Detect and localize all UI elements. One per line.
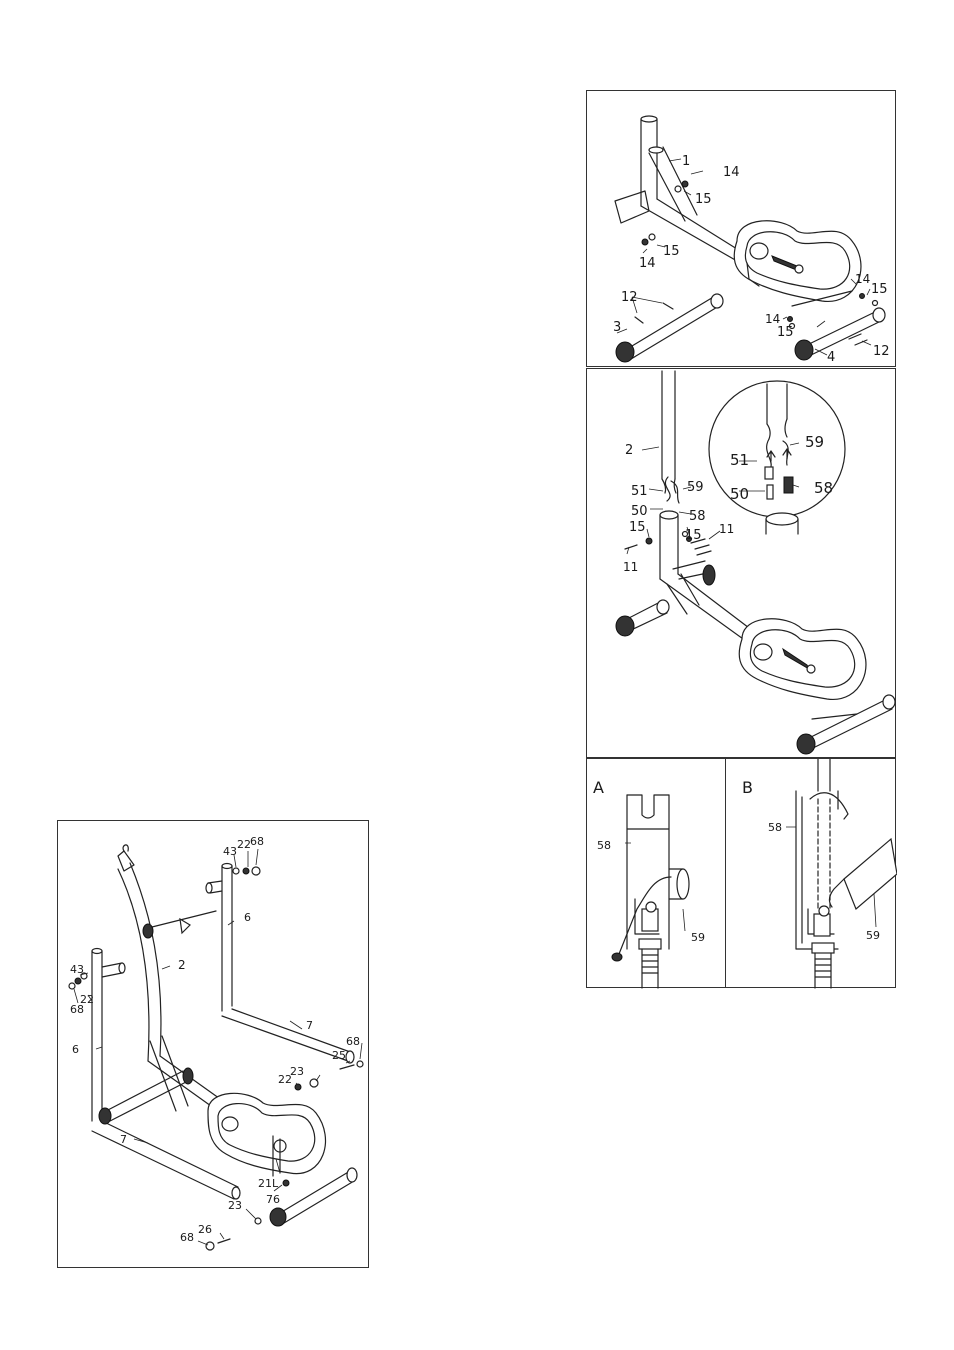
detail-a-panel: A 58 59 [586, 758, 726, 988]
label-part-2: 2 [178, 958, 186, 972]
label-part-4: 4 [827, 350, 835, 365]
label-part-6: 6 [244, 911, 251, 924]
label-part-58: 58 [689, 509, 706, 524]
label-part-59: 59 [687, 480, 704, 495]
label-part-26: 26 [198, 1223, 212, 1236]
figure-middle-panel: 2 51 59 50 58 15 15 11 11 51 59 50 58 [586, 368, 896, 758]
label-part-15: 15 [871, 282, 888, 297]
label-part-43: 43 [223, 845, 237, 858]
zoom-label-part-59: 59 [805, 433, 824, 451]
label-part-6: 6 [72, 1043, 79, 1056]
label-part-68: 68 [346, 1035, 360, 1048]
label-part-22: 22 [278, 1073, 292, 1086]
detail-b-panel: B 58 59 [725, 758, 896, 988]
label-part-7: 7 [120, 1133, 127, 1146]
label-part-76: 76 [266, 1193, 280, 1206]
label-part-59: 59 [691, 931, 705, 944]
label-part-59: 59 [866, 929, 880, 942]
label-part-23: 23 [290, 1065, 304, 1078]
label-part-15: 15 [695, 192, 712, 207]
label-part-43: 43 [70, 963, 84, 976]
zoom-label-part-50: 50 [730, 485, 749, 503]
zoom-label-part-58: 58 [814, 479, 833, 497]
label-part-1: 1 [682, 154, 690, 169]
detail-a-tag: A [593, 778, 604, 797]
figure-top-panel: 1 14 15 15 14 12 3 14 15 14 15 12 4 [586, 90, 896, 367]
label-part-14: 14 [639, 256, 656, 271]
label-part-21l: 21L [258, 1177, 279, 1190]
label-part-23: 23 [228, 1199, 242, 1212]
figure-left-drawing: 43 22 68 6 2 43 22 68 6 7 68 25 23 22 21… [58, 821, 370, 1269]
label-part-12: 12 [873, 344, 890, 359]
detail-b-tag: B [742, 778, 753, 797]
label-part-12: 12 [621, 290, 638, 305]
detail-b-drawing: B 58 59 [726, 759, 897, 989]
label-part-68: 68 [70, 1003, 84, 1016]
label-part-2: 2 [625, 443, 633, 458]
label-part-50: 50 [631, 504, 648, 519]
label-part-15: 15 [685, 528, 702, 543]
label-part-58: 58 [768, 821, 782, 834]
label-part-7: 7 [306, 1019, 313, 1032]
label-part-11: 11 [719, 522, 734, 536]
label-part-14: 14 [855, 272, 870, 286]
label-part-11: 11 [623, 560, 638, 574]
figure-middle-drawing: 2 51 59 50 58 15 15 11 11 51 59 50 58 [587, 369, 897, 759]
label-part-15: 15 [663, 244, 680, 259]
label-part-14: 14 [765, 312, 780, 326]
label-part-58: 58 [597, 839, 611, 852]
label-part-15: 15 [777, 325, 794, 340]
label-part-68: 68 [250, 835, 264, 848]
figure-top-drawing: 1 14 15 15 14 12 3 14 15 14 15 12 4 [587, 91, 897, 368]
label-part-3: 3 [613, 320, 621, 335]
figure-left-panel: 43 22 68 6 2 43 22 68 6 7 68 25 23 22 21… [57, 820, 369, 1268]
label-part-14: 14 [723, 165, 740, 180]
label-part-15: 15 [629, 520, 646, 535]
detail-a-drawing: A 58 59 [587, 759, 727, 989]
label-part-22: 22 [237, 838, 251, 851]
label-part-68: 68 [180, 1231, 194, 1244]
zoom-label-part-51: 51 [730, 451, 749, 469]
label-part-51: 51 [631, 484, 648, 499]
label-part-25: 25 [332, 1049, 346, 1062]
